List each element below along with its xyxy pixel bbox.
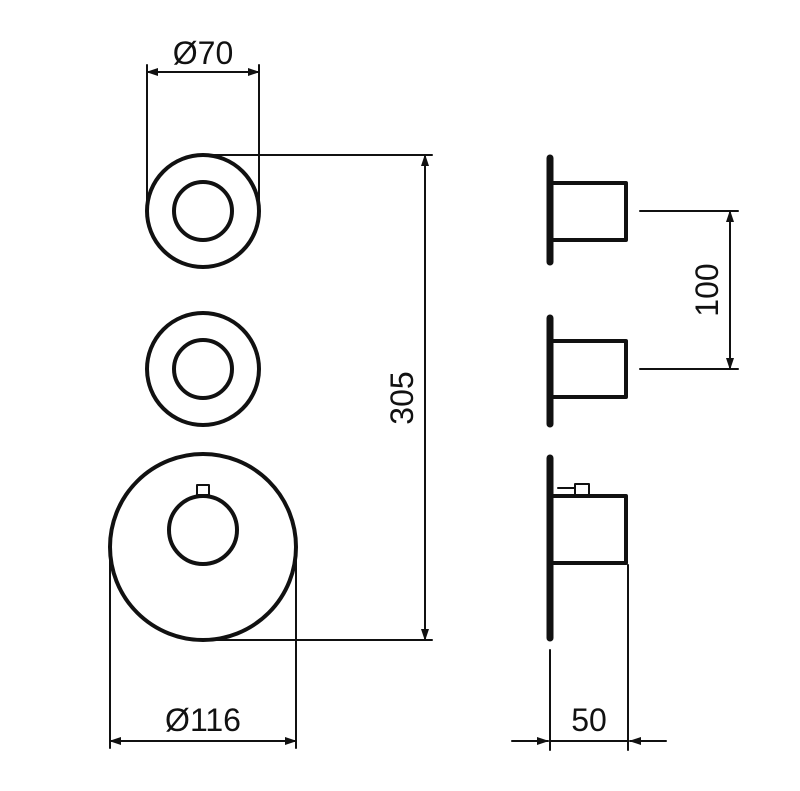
thermostat-knob — [167, 494, 239, 566]
middle-rosette — [145, 311, 261, 427]
side-top-handle — [551, 181, 628, 242]
top-rosette-outer — [145, 153, 261, 269]
dimension-valve-spacing: 100 — [639, 210, 739, 370]
side-view — [546, 154, 628, 642]
dimension-total-height: 305 — [202, 154, 433, 641]
side-top-unit — [546, 154, 628, 266]
dimension-projection: 50 — [511, 564, 667, 751]
top-rosette — [145, 153, 261, 269]
dimension-small-diameter: Ø70 — [146, 35, 260, 211]
thermostat-knob-tab — [196, 484, 210, 496]
small-rosette-diameter-label: Ø70 — [173, 35, 233, 71]
middle-rosette-knob — [172, 338, 234, 400]
total-height-label: 305 — [384, 371, 420, 424]
side-middle-unit — [546, 314, 628, 428]
dimension-large-diameter: Ø116 — [109, 546, 297, 749]
front-view — [108, 153, 298, 642]
side-thermostat-unit — [546, 454, 628, 642]
side-middle-handle — [551, 339, 628, 399]
valve-spacing-label: 100 — [689, 263, 725, 316]
projection-depth-label: 50 — [571, 702, 607, 738]
middle-rosette-outer — [145, 311, 261, 427]
side-thermostat-handle — [551, 494, 628, 565]
large-rosette-diameter-label: Ø116 — [165, 702, 241, 738]
side-thermostat-tab — [574, 483, 590, 496]
thermostat-rosette — [108, 452, 298, 642]
thermostat-rosette-outer — [108, 452, 298, 642]
top-rosette-knob — [172, 180, 234, 242]
